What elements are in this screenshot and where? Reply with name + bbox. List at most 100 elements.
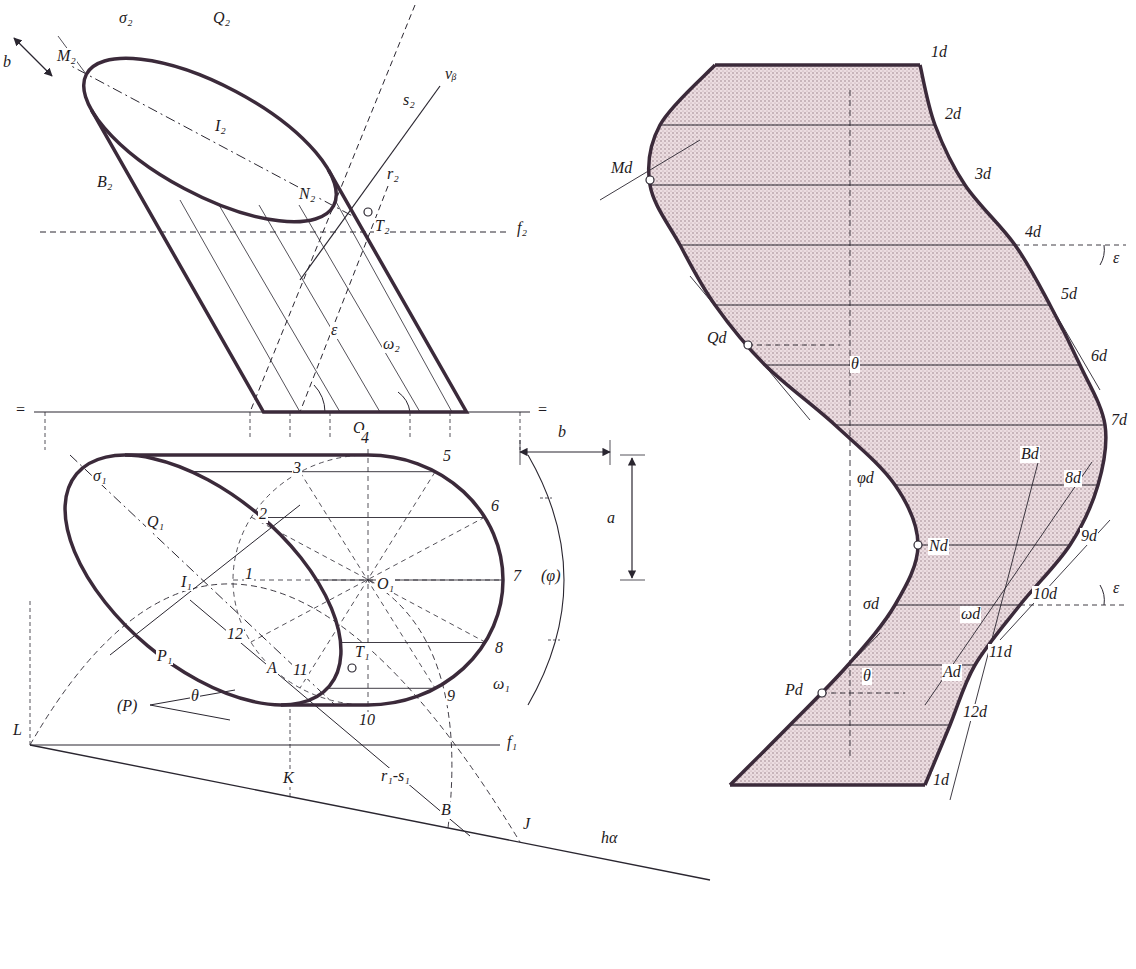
point-label: = [14,402,27,419]
point-label: σ₁ [92,468,107,485]
drawing-stroke [631,458,632,578]
point-label: Qd [706,330,728,347]
point-label: Pd [784,682,804,699]
drawing-stroke [610,440,611,465]
point-label: b [557,424,567,441]
drawing-stroke [219,205,340,412]
point-label: f₁ [506,734,518,751]
point-label: 10 [358,712,376,729]
elevation-view [14,5,530,450]
drawing-stroke [330,412,331,440]
point-label: r₁-s₁ [380,768,411,785]
development-view [600,65,1126,800]
point-label: f₂ [516,220,528,237]
point-label: ε [1112,250,1120,267]
point-label: 11 [292,662,309,679]
point-label: M₂ [56,48,77,65]
drawing-stroke [192,471,301,472]
point-label: Nd [928,538,949,555]
drawing-stroke [70,455,335,705]
drawing-stroke [21,408,384,752]
point-label: (φ) [540,568,562,585]
drawing-stroke [335,200,452,412]
drawing-stroke [300,472,435,688]
point-label: O₁ [376,576,395,593]
drawing-stroke [30,584,520,842]
point-label: K [282,770,295,787]
point-label: 7d [1110,412,1128,429]
point-label: A [266,660,278,677]
point-label: 3 [292,460,302,477]
point-label: ε [330,322,338,339]
drawing-stroke [299,205,420,412]
drawing-stroke [920,65,1106,785]
drawing-stroke [192,471,436,472]
point-label: T₂ [374,218,390,235]
drawing-stroke [45,412,46,450]
point-label: B [440,802,452,819]
drawing-stroke [290,412,291,440]
point-label: 1d [932,772,950,789]
point-label: ω₁ [492,676,511,693]
drawing-stroke [835,425,1105,426]
point-label: σd [862,596,880,613]
point-label: 6 [490,498,500,515]
point-label: 10d [1032,586,1058,603]
drawing-stroke [1000,520,1110,640]
point-label: P₁ [156,648,173,665]
drawing-stroke [1100,245,1104,265]
drawing-stroke [925,462,1092,705]
drawing-stroke [520,451,610,452]
drawing-stroke [520,440,521,465]
point-label: 9 [446,688,456,705]
drawing-stroke [60,60,360,220]
point-label: σ₂ [118,10,133,27]
point-label: 1d [930,44,948,61]
drawing-stroke [300,86,440,280]
drawing-stroke [398,392,410,412]
drawing-stroke [192,472,503,689]
point-label: φd [856,470,875,487]
drawing-stroke [528,455,564,705]
point-label: (P) [116,698,138,715]
point-label: a [606,510,616,527]
point-label: Bd [1020,446,1040,463]
drawing-stroke [818,689,826,697]
drawing-stroke [548,640,560,641]
drawing-stroke [180,200,300,412]
point-label: 8 [494,640,504,657]
point-label: 6d [1090,348,1108,365]
drawing-stroke [327,688,435,689]
drawing-stroke [914,541,922,549]
point-label: r₂ [386,166,400,183]
point-label: 2d [944,106,962,123]
drawing-stroke [1015,245,1126,246]
point-label: vᵦ [444,66,458,83]
point-label: = [536,402,549,419]
drawing-stroke [950,455,1040,800]
drawing-stroke [341,642,485,643]
drawing-stroke [450,412,451,440]
point-label: 5d [1060,286,1078,303]
point-label: 4 [360,430,370,447]
drawing-stroke [649,65,918,785]
drawing-stroke [30,600,31,745]
drawing-stroke [715,63,920,67]
point-label: B₂ [96,174,113,191]
drawing-stroke [660,125,935,126]
point-label: T₁ [354,644,370,661]
point-label: N₂ [298,186,316,203]
drawing-stroke [259,205,380,412]
drawing-stroke [620,580,645,581]
point-label: θ [850,356,860,373]
drawing-stroke [262,517,485,518]
drawing-stroke [281,703,368,707]
drawing-stroke [765,365,1080,366]
drawing-stroke [730,783,925,787]
drawing-stroke [30,744,500,745]
drawing-stroke [540,498,552,499]
drawing-stroke [822,693,905,694]
drawing-stroke [61,26,360,255]
drawing-stroke [91,110,466,412]
